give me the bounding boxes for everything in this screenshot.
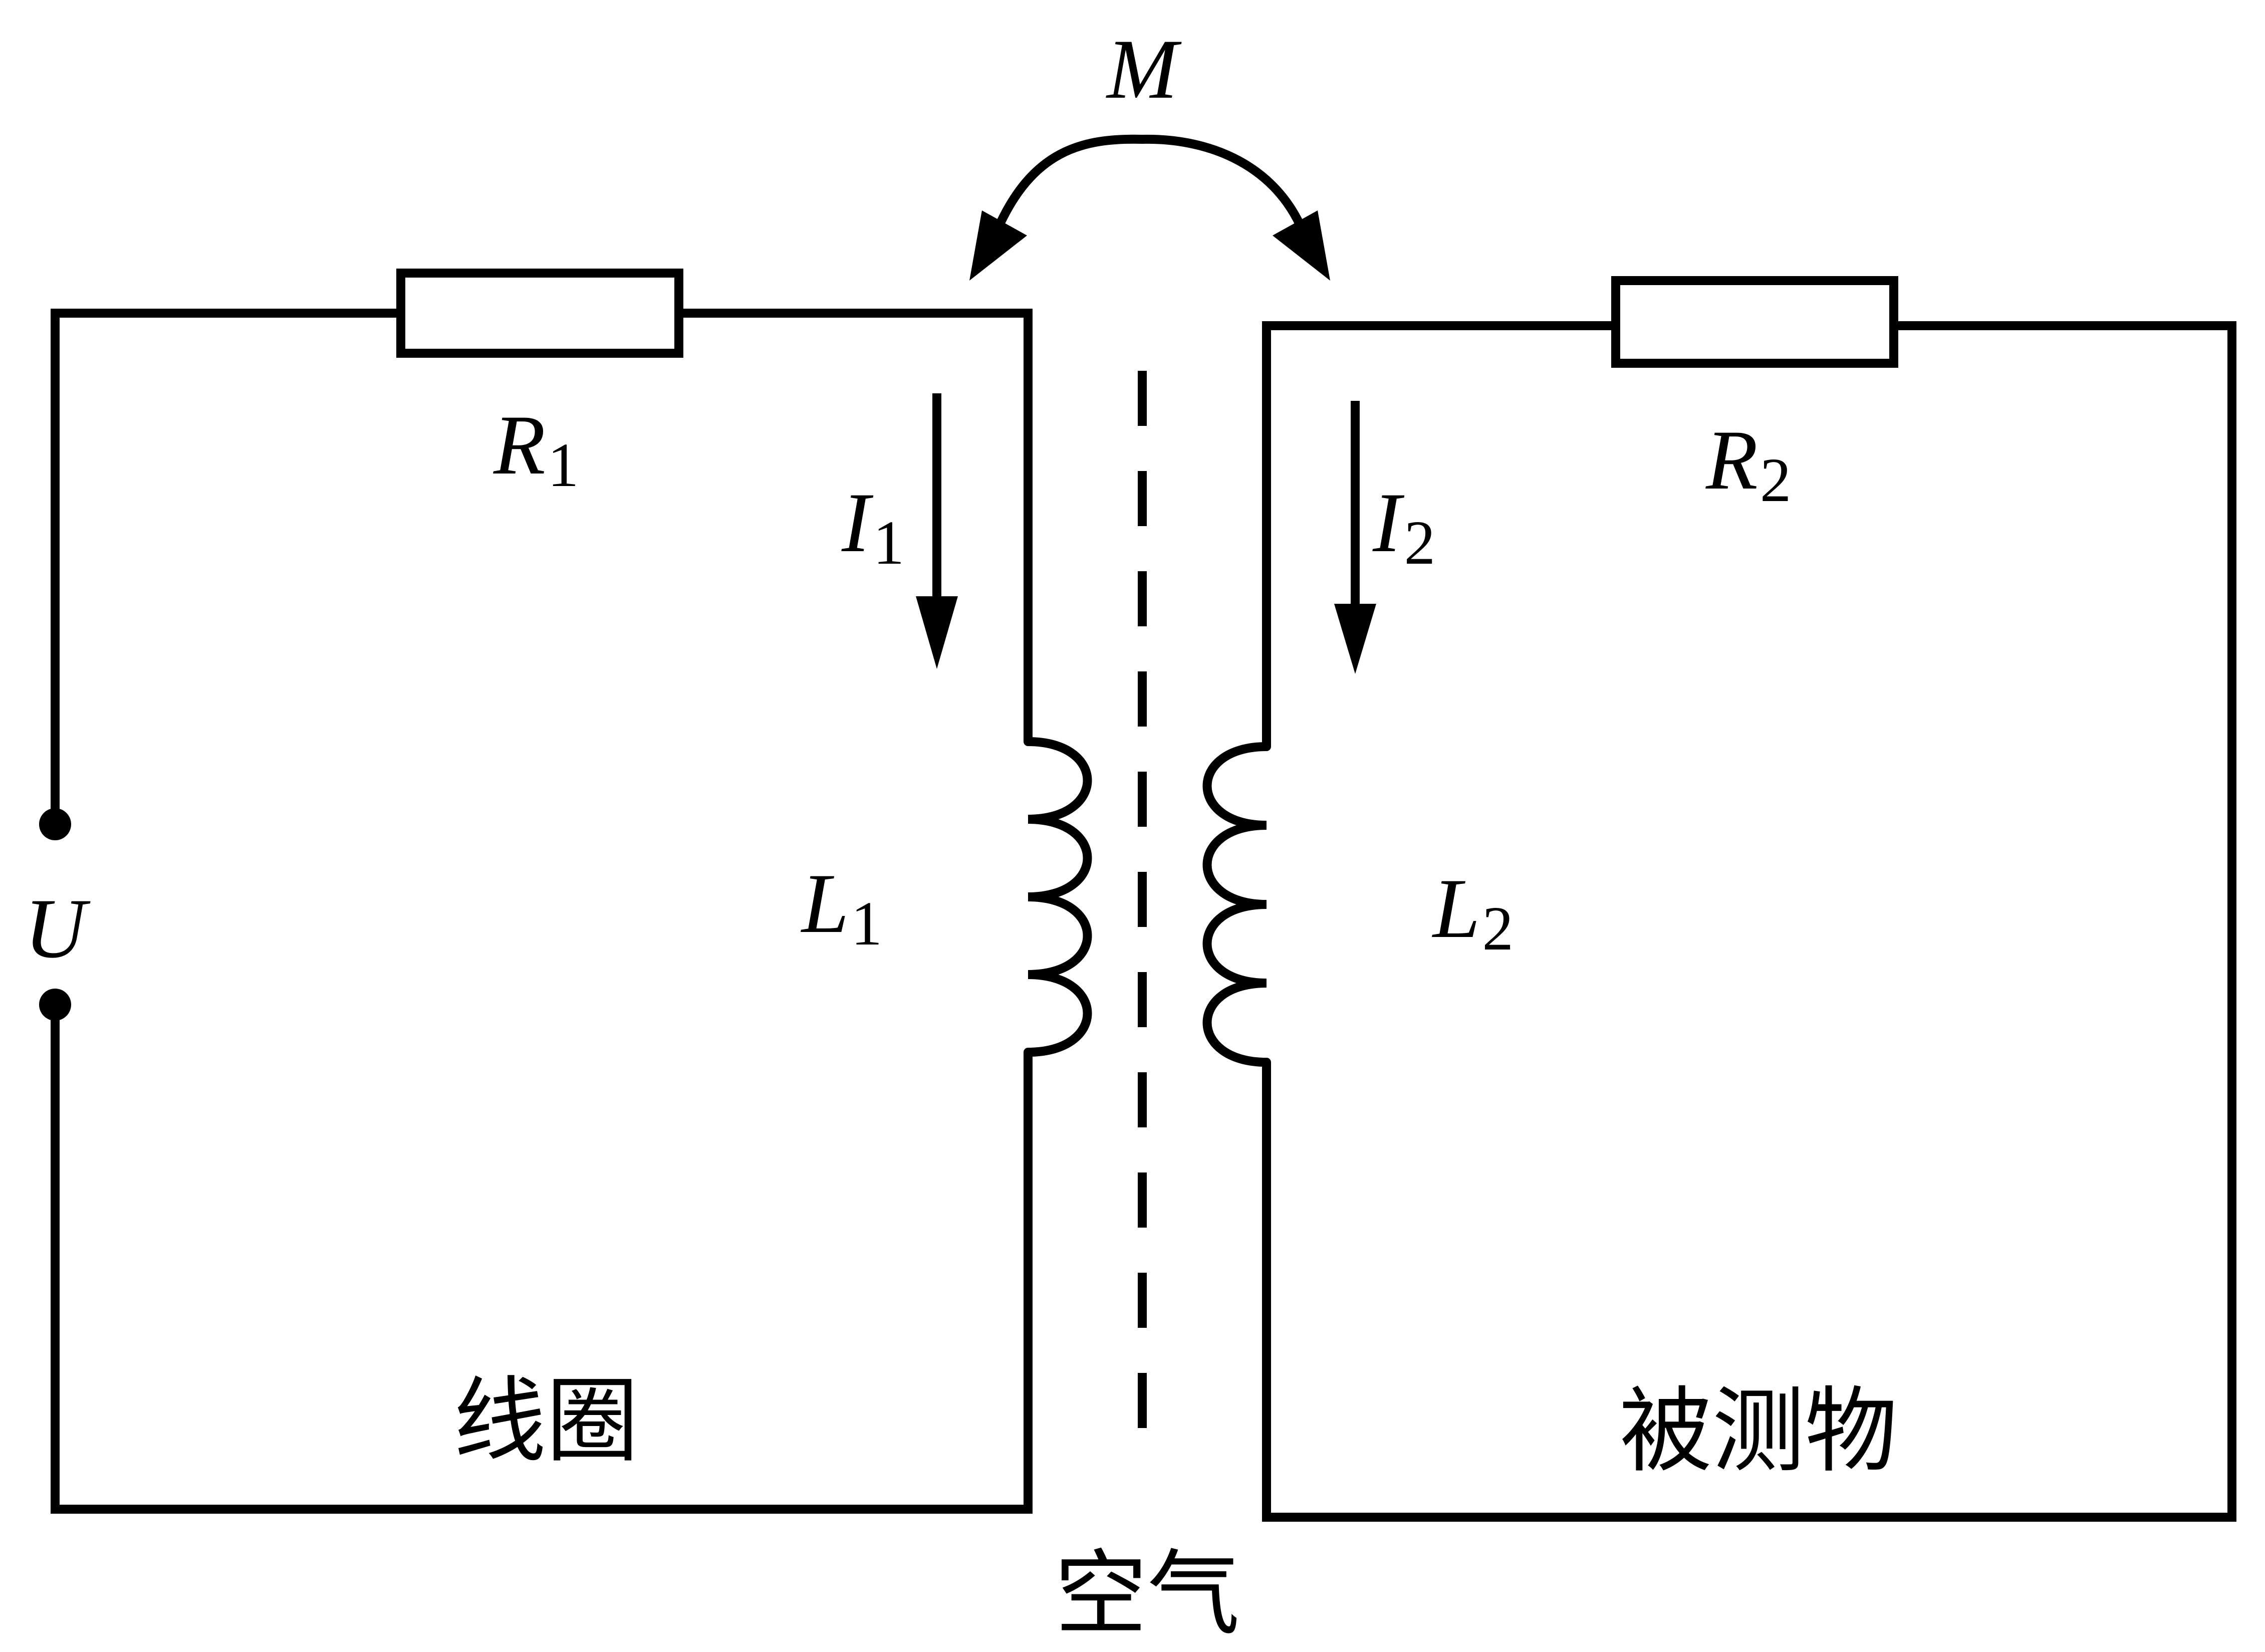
arc-arrowhead-left	[969, 210, 1027, 281]
terminal-top	[39, 808, 71, 840]
label-u: U	[25, 881, 91, 976]
secondary-circuit	[1202, 276, 2236, 1522]
current-arrow-i2	[1334, 401, 1376, 674]
label-i2: I2	[1372, 476, 1435, 578]
terminal-bottom	[39, 989, 71, 1021]
mutual-inductance-arrow	[969, 134, 1330, 281]
label-i1: I1	[841, 476, 904, 578]
current-arrow-i1	[916, 393, 958, 669]
label-r1: R1	[493, 398, 579, 500]
label-target: 被测物	[1620, 1377, 1898, 1485]
primary-circuit	[39, 269, 1092, 1514]
arc-arrowhead-right	[1273, 210, 1330, 281]
label-coil: 线圈	[453, 1367, 639, 1475]
label-l1: L1	[801, 856, 882, 959]
inductor-l2	[1202, 742, 1271, 1067]
resistor-r1	[396, 269, 683, 358]
label-air: 空气	[1055, 1540, 1240, 1648]
inductor-l1	[1024, 737, 1092, 1057]
label-l2: L2	[1432, 861, 1514, 964]
resistor-r2	[1611, 276, 1898, 368]
label-m: M	[1106, 22, 1182, 116]
label-r2: R2	[1705, 413, 1791, 515]
